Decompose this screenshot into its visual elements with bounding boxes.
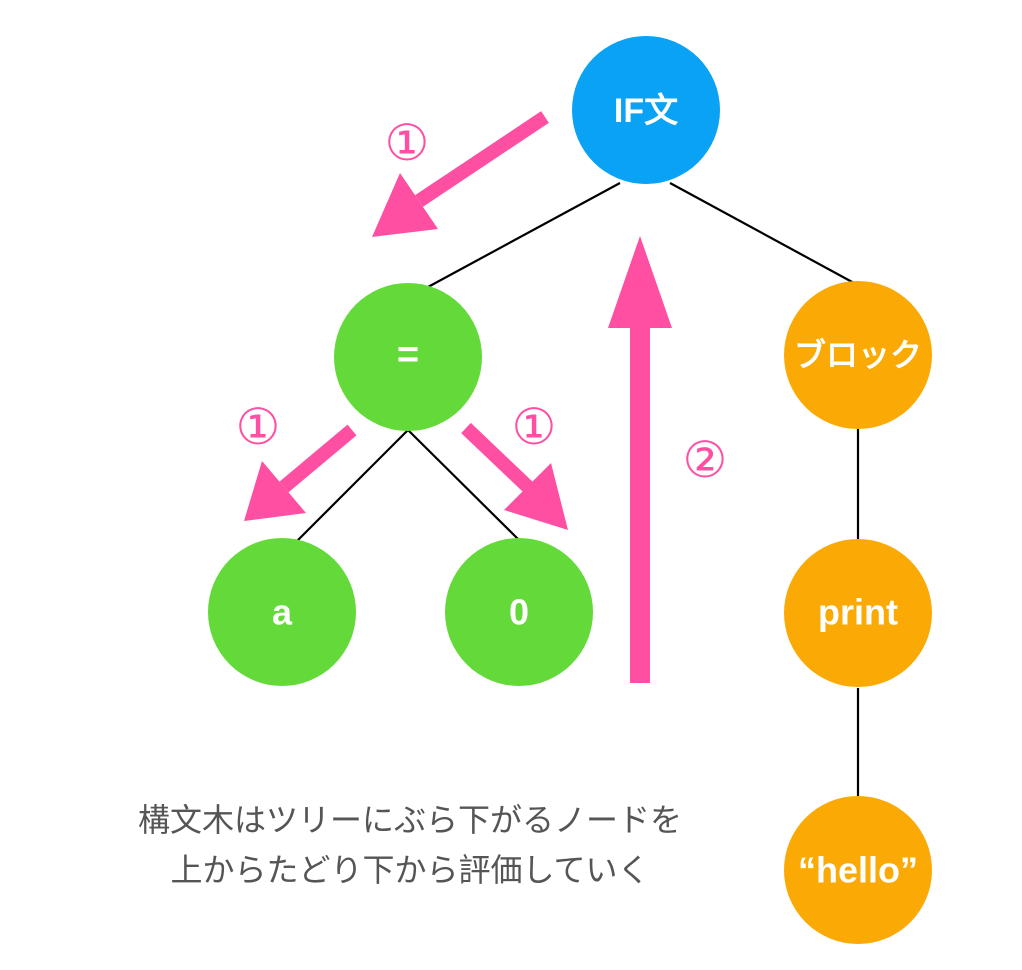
node-block [784,281,932,429]
node-print-label: print [818,592,898,633]
edge-eq-a [296,429,409,542]
arrow-eq-to-zero-icon [504,463,568,530]
traversal-arrows [244,111,672,683]
arrow-evaluate-up-icon [608,236,672,328]
arrow-root-to-eq-icon [372,173,438,237]
node-print [784,539,932,687]
tree-nodes: IF文 = a 0 ブロック print “hello” [208,36,932,944]
arrow-eq-to-zero-shaft [461,422,533,493]
node-zero [445,538,593,686]
node-eq-label: = [397,334,419,376]
step-marker-evaluate-up: ② [683,431,728,489]
caption: 構文木はツリーにぶら下がるノードを 上からたどり下から評価していく [60,795,760,895]
edge-root-block [669,182,855,284]
edge-eq-zero [407,429,521,542]
caption-line-2: 上からたどり下から評価していく [170,851,650,889]
node-a [208,538,356,686]
node-eq [334,283,482,431]
step-markers: ① ① ① ② [236,114,728,489]
step-marker-eq-to-a: ① [236,398,281,456]
arrow-eq-to-a-icon [244,461,306,521]
node-zero-label: 0 [509,592,529,633]
node-a-label: a [272,592,293,633]
arrow-eq-to-a-shaft [279,424,357,493]
step-marker-root-to-eq: ① [385,114,430,172]
edge-root-eq [427,182,621,288]
arrow-root-to-eq-shaft [415,111,549,207]
node-root [572,36,720,184]
tree-edges [296,182,860,796]
node-hello-label: “hello” [798,850,918,891]
node-block-label: ブロック [794,337,922,373]
step-marker-eq-to-zero: ① [512,398,557,456]
caption-line-1: 構文木はツリーにぶら下がるノードを [137,801,682,839]
node-root-label: IF文 [614,92,678,130]
node-hello [784,796,932,944]
